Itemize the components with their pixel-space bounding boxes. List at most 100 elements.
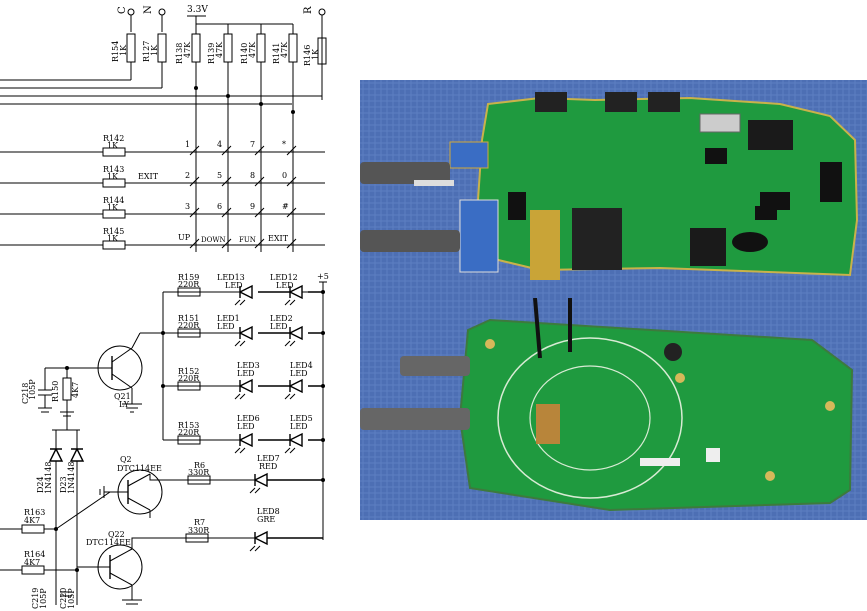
led5-type: LED	[290, 422, 308, 431]
r163-ref: R163	[24, 508, 45, 517]
d24-ref: D24	[36, 476, 45, 493]
key-1: 1	[185, 140, 190, 149]
pullup-resistor-bank: R154 1K R127 1K R138 47K R139 47K R140 4…	[111, 24, 327, 252]
r164-val: 4K7	[24, 558, 40, 567]
circuit-schematic: C N R 3.3V R154 1K R127 1K R138	[0, 5, 329, 609]
q21-ref: Q21	[114, 392, 131, 401]
key-7: 7	[250, 140, 255, 149]
resistor-r139-val: 47K	[215, 41, 224, 58]
key-down: DOWN	[201, 236, 226, 244]
resistor-r146-ref: R146	[303, 45, 312, 66]
key-2: 2	[185, 171, 190, 180]
r163-val: 4K7	[24, 516, 40, 525]
led1-type: LED	[217, 322, 235, 331]
resistor-r139: R139 47K	[207, 24, 233, 252]
key-6: 6	[217, 202, 222, 211]
q22-ref: Q22	[108, 530, 125, 539]
key-star: *	[282, 140, 286, 149]
resistor-r154-val: 1K	[119, 44, 128, 56]
led13-ref: LED13	[217, 273, 245, 282]
key-exit: EXIT	[268, 234, 289, 243]
led3-ref: LED3	[237, 361, 260, 370]
resistor-r142-ref: R142	[103, 134, 124, 143]
resistor-r144-val: 1K	[107, 203, 119, 212]
resistor-r127: R127 1K	[142, 33, 167, 88]
resistor-r140-ref: R140	[240, 43, 249, 64]
led12-ref: LED12	[270, 273, 298, 282]
keypad-row-2: R143 1K EXIT	[0, 165, 325, 188]
led4-ref: LED4	[290, 361, 313, 370]
vcc-rail: 3.3V	[187, 5, 293, 25]
port-r-label: R	[303, 6, 314, 14]
resistor-r142-val: 1K	[107, 141, 119, 150]
r150-ref: R150	[51, 381, 60, 402]
key-fun: FUN	[239, 236, 256, 244]
resistor-r140: R140 47K	[240, 24, 266, 252]
resistor-r139-ref: R139	[207, 43, 216, 64]
resistor-r138-val: 47K	[183, 41, 192, 58]
r7-val: 330R	[188, 526, 210, 535]
resistor-r145-val: 1K	[107, 234, 119, 243]
q2-type: DTC114EE	[117, 464, 162, 473]
keypad-row-1: R142 1K	[0, 134, 325, 157]
resistor-r141-val: 47K	[280, 41, 289, 58]
r150-val: 4K7	[71, 382, 80, 398]
c220-val: 105P	[67, 588, 76, 609]
q21-type: LY	[119, 400, 130, 409]
key-hash: #	[282, 202, 289, 211]
resistor-r127-ref: R127	[142, 41, 151, 62]
keypad-row-3: R144 1K	[0, 196, 325, 219]
led8-type: GRE	[257, 515, 275, 524]
led12-type: LED	[276, 281, 294, 290]
resistor-r138: R138 47K	[175, 24, 201, 252]
base-resistors: R163 4K7 R164 4K7 C219 105P C220 105P	[0, 491, 111, 609]
c220-ref: C220	[59, 588, 68, 609]
resistor-r141: R141 47K	[272, 24, 298, 252]
resistor-r154: R154 1K	[111, 33, 136, 80]
c218-val: 105P	[28, 379, 37, 400]
key-3: 3	[185, 202, 190, 211]
keypad-matrix: R142 1K R143 1K EXIT R144 1K R145 1K 1 4…	[0, 134, 325, 250]
resistor-r151-val: 220R	[178, 321, 200, 330]
pcb-photo-bottom	[360, 298, 867, 520]
led4-type: LED	[290, 369, 308, 378]
transistor-q2: Q2 DTC114EE R6 330R LED7 RED	[99, 454, 323, 518]
resistor-r154-ref: R154	[111, 41, 120, 62]
resistor-r143-ref: R143	[103, 165, 124, 174]
vcc-label: 3.3V	[187, 5, 208, 15]
resistor-r152-val: 220R	[178, 374, 200, 383]
key-9: 9	[250, 202, 255, 211]
resistor-r144-ref: R144	[103, 196, 124, 205]
v5-label: +5	[317, 272, 329, 281]
resistor-r145-ref: R145	[103, 227, 124, 236]
key-up: UP	[178, 233, 191, 242]
r6-ref: R6	[194, 461, 205, 470]
led7-type: RED	[259, 462, 277, 471]
key-0: 0	[282, 171, 287, 180]
resistor-r146: R146 1K	[303, 37, 327, 66]
q22-type: DTC114EE	[86, 538, 131, 547]
led13-type: LED	[225, 281, 243, 290]
port-c-label: C	[117, 6, 128, 14]
resistor-r143-val: 1K	[107, 172, 119, 181]
resistor-r152-ref: R152	[178, 367, 199, 376]
led5-ref: LED5	[290, 414, 313, 423]
resistor-r127-val: 1K	[150, 44, 159, 56]
resistor-r141-ref: R141	[272, 43, 281, 64]
led7-ref: LED7	[257, 454, 280, 463]
led6-ref: LED6	[237, 414, 260, 423]
port-c: C	[117, 6, 135, 32]
d23-ref: D23	[59, 476, 68, 493]
resistor-r146-val: 1K	[311, 48, 320, 60]
pcb-photo-top	[360, 80, 867, 298]
led2-type: LED	[270, 322, 288, 331]
c219-ref: C219	[31, 588, 40, 609]
led-matrix	[140, 284, 325, 482]
r7-ref: R7	[194, 518, 205, 527]
c218-ref: C218	[21, 383, 30, 404]
resistor-r153-val: 220R	[178, 428, 200, 437]
key-8: 8	[250, 171, 255, 180]
row-exit-note: EXIT	[138, 172, 159, 181]
key-5: 5	[217, 171, 222, 180]
v5-rail: +5	[317, 272, 329, 540]
